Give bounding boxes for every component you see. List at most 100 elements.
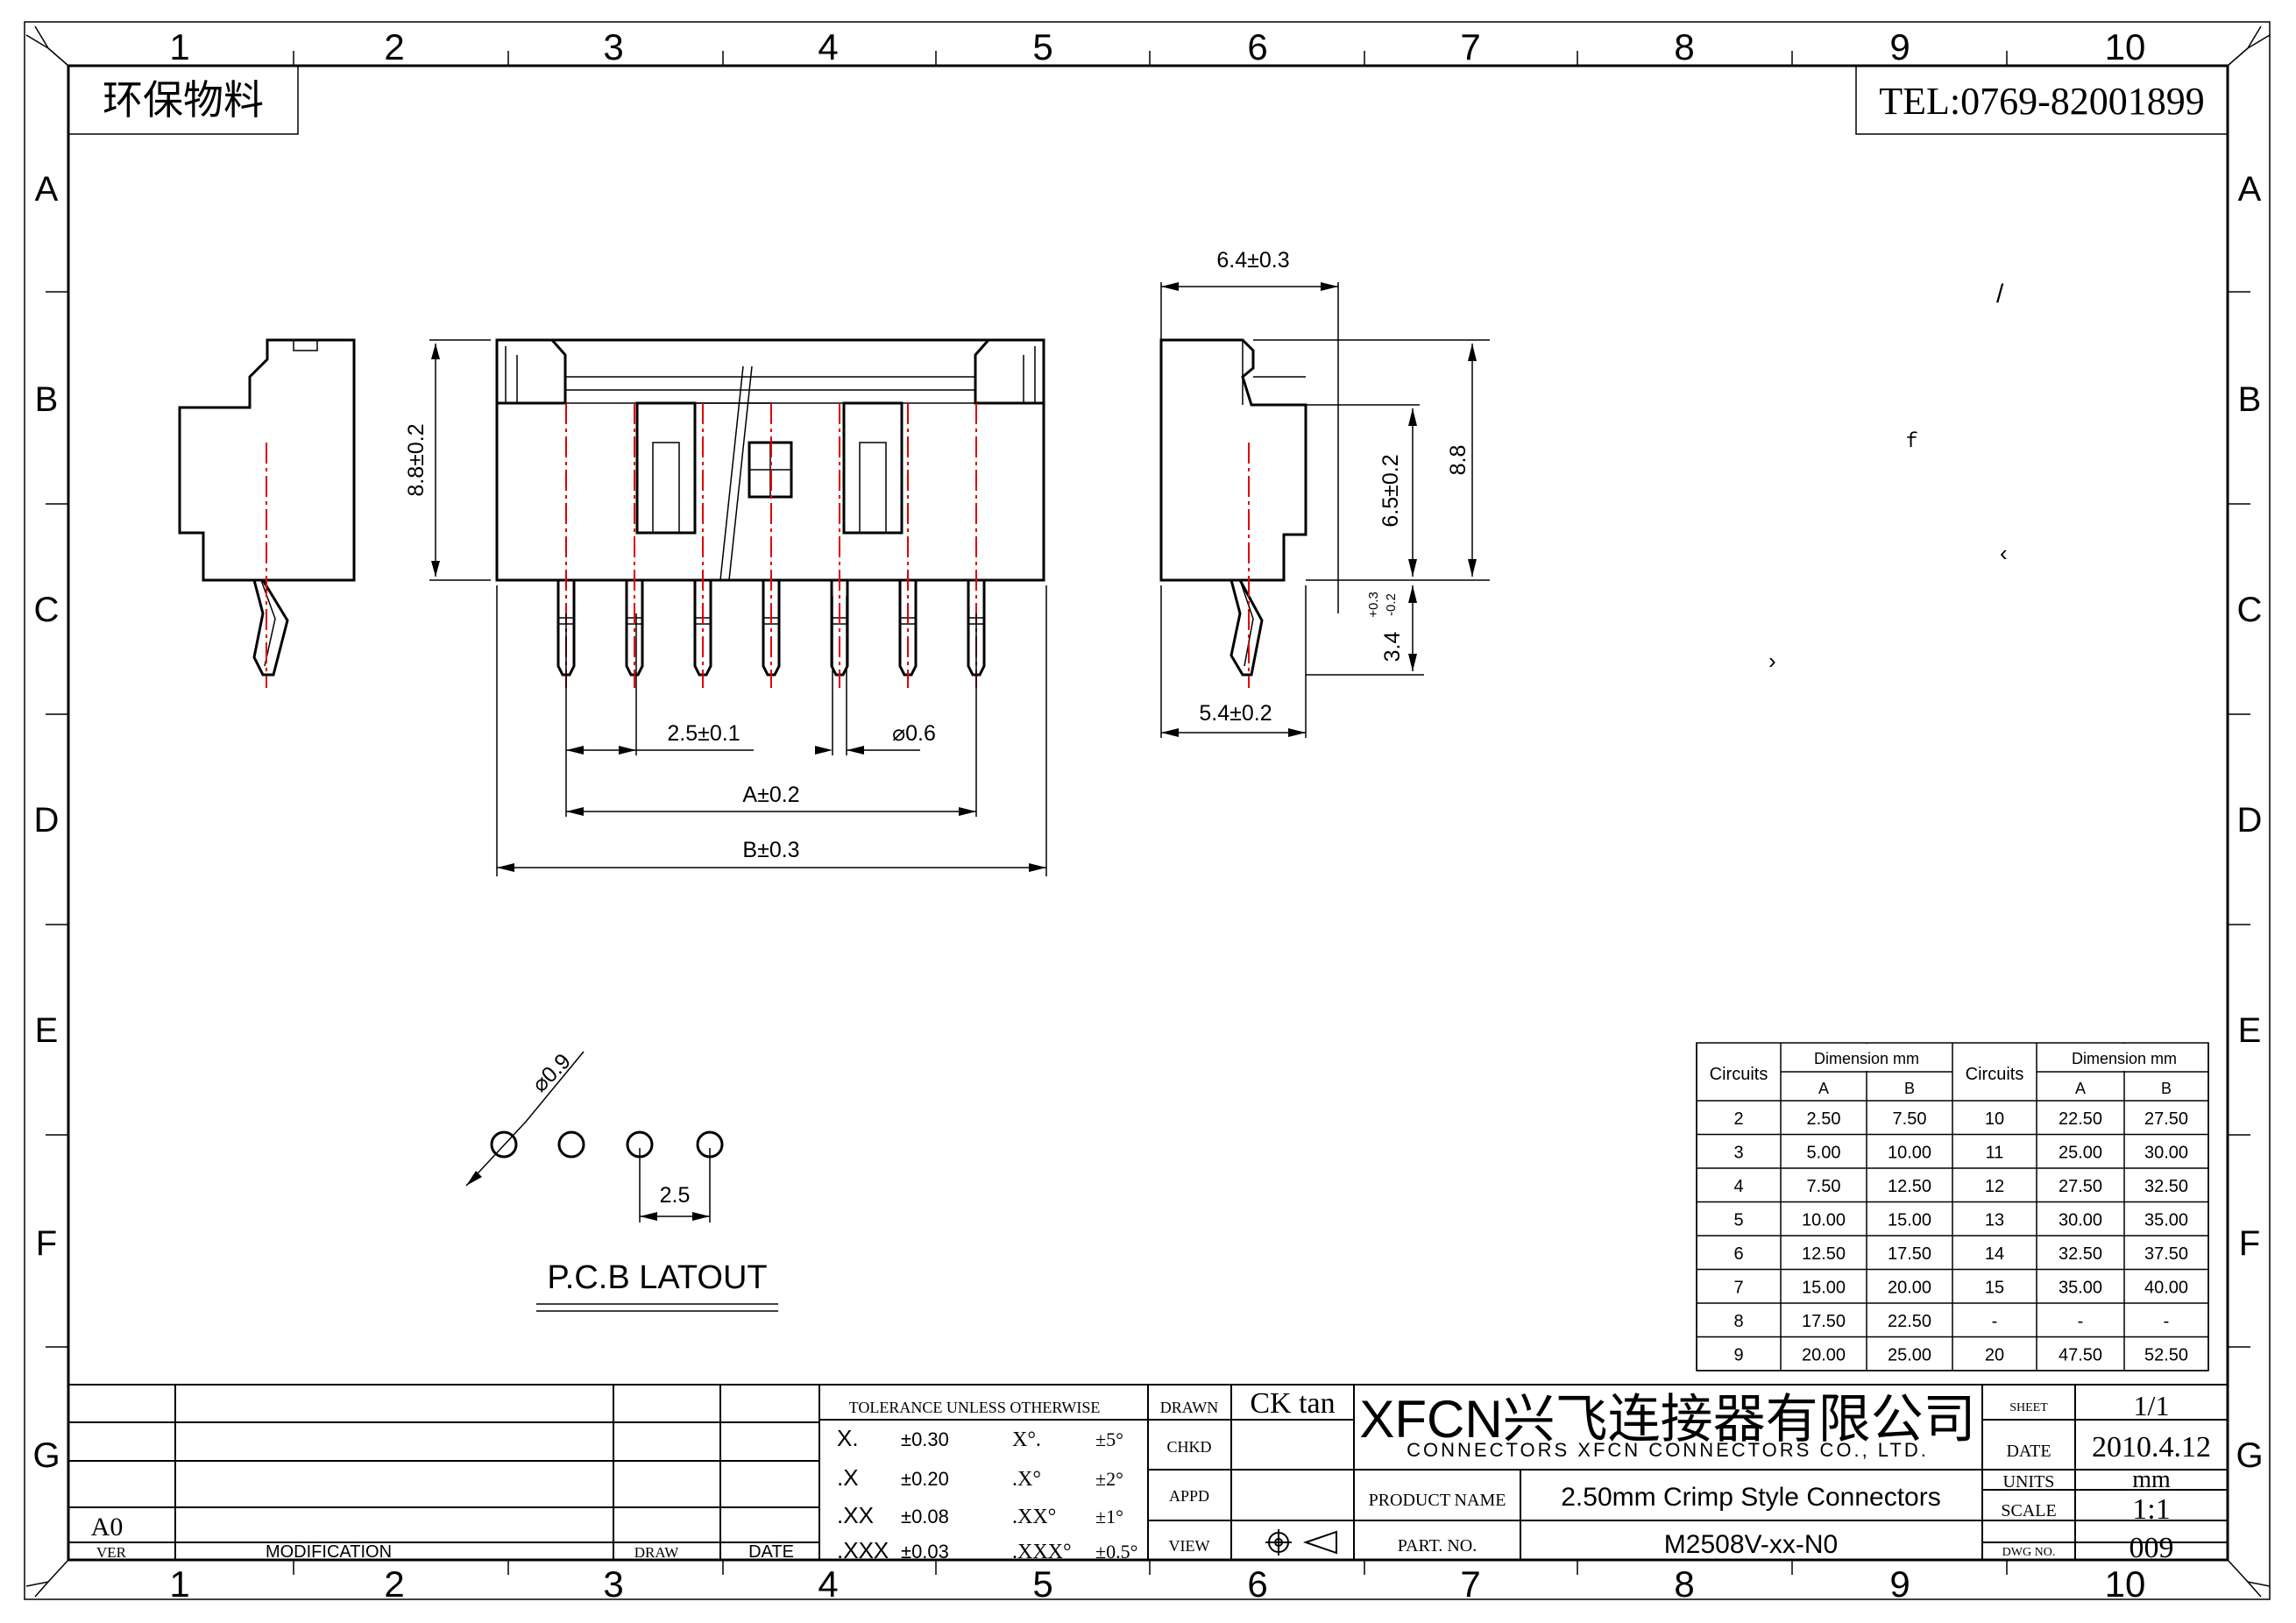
row-label: G bbox=[32, 1436, 60, 1475]
table-cell: 32.50 bbox=[2144, 1177, 2188, 1196]
table-cell: 32.50 bbox=[2059, 1244, 2102, 1264]
tolerance-cell: ±5° bbox=[1095, 1428, 1123, 1450]
column-label: 7 bbox=[1460, 26, 1480, 67]
column-label: 1 bbox=[169, 1563, 189, 1605]
table-cell: 25.00 bbox=[1888, 1346, 1931, 1365]
appd-label: APPD bbox=[1169, 1487, 1209, 1505]
dwg-no: 009 bbox=[2129, 1532, 2174, 1564]
dim-side-total: 8.8 bbox=[1446, 445, 1470, 476]
table-cell: 30.00 bbox=[2059, 1211, 2102, 1230]
date-label: DATE bbox=[2006, 1442, 2051, 1461]
column-label: 8 bbox=[1674, 26, 1694, 67]
table-header-col: B bbox=[2161, 1080, 2172, 1097]
row-label: B bbox=[2238, 380, 2262, 419]
company-name-en: CONNECTORS XFCN CONNECTORS CO., LTD. bbox=[1407, 1439, 1929, 1461]
row-label: E bbox=[2238, 1011, 2262, 1050]
column-label: 6 bbox=[1247, 26, 1267, 67]
table-cell: 5 bbox=[1733, 1211, 1743, 1230]
column-label: 6 bbox=[1247, 1563, 1267, 1605]
tolerance-cell: .X° bbox=[1012, 1468, 1041, 1491]
column-label: 1 bbox=[169, 26, 189, 67]
pcb-holes bbox=[490, 1130, 724, 1159]
date-col-label: DATE bbox=[748, 1542, 794, 1562]
drawn-by: CK tan bbox=[1250, 1387, 1335, 1420]
modification-label: MODIFICATION bbox=[266, 1542, 392, 1562]
table-cell: 15 bbox=[1985, 1279, 2004, 1298]
column-label: 9 bbox=[1889, 1563, 1910, 1605]
table-cell: 12.50 bbox=[1802, 1244, 1846, 1264]
column-label: 4 bbox=[818, 1563, 838, 1605]
arrowheads bbox=[431, 282, 1477, 1221]
eco-stamp-box bbox=[67, 65, 299, 135]
ver-label: VER bbox=[96, 1544, 127, 1561]
dim-side-width: 6.4±0.3 bbox=[1216, 248, 1289, 273]
scale-label: SCALE bbox=[2001, 1501, 2056, 1520]
pcb-layout-title: P.C.B LATOUT bbox=[547, 1259, 767, 1296]
row-label: A bbox=[35, 170, 59, 209]
scale-value: 1:1 bbox=[2132, 1493, 2170, 1526]
tolerance-title: TOLERANCE UNLESS OTHERWISE bbox=[849, 1399, 1101, 1416]
column-label: 3 bbox=[603, 26, 623, 67]
stray-mark-2: ｆ bbox=[1902, 429, 1921, 451]
table-cell: 15.00 bbox=[1888, 1211, 1931, 1230]
dim-pin-length: 3.4 bbox=[1380, 632, 1405, 663]
table-header-col: A bbox=[1818, 1080, 1829, 1097]
tel-number: TEL:0769-82001899 bbox=[1879, 80, 2205, 123]
right-side-view bbox=[1159, 338, 1307, 688]
dim-pin-tol-dn: -0.2 bbox=[1384, 593, 1399, 616]
table-cell: 35.00 bbox=[2059, 1279, 2102, 1298]
table-cell: 27.50 bbox=[2059, 1177, 2102, 1196]
row-label: C bbox=[34, 591, 60, 629]
table-cell: 4 bbox=[1733, 1177, 1743, 1196]
part-no-label: PART. NO. bbox=[1398, 1536, 1478, 1556]
table-header-dimension: Dimension mm bbox=[1814, 1050, 1919, 1067]
table-cell: 7 bbox=[1733, 1279, 1743, 1298]
dim-a: A±0.2 bbox=[742, 783, 799, 807]
column-label: 3 bbox=[603, 1563, 623, 1605]
product-name: 2.50mm Crimp Style Connectors bbox=[1561, 1483, 1940, 1512]
part-no: M2508V-xx-N0 bbox=[1664, 1530, 1838, 1559]
table-cell: 20.00 bbox=[1802, 1346, 1846, 1365]
column-label: 7 bbox=[1460, 1563, 1480, 1605]
tolerance-cell: ±0.08 bbox=[901, 1506, 949, 1527]
sheet-label: SHEET bbox=[2009, 1401, 2048, 1414]
outer-border bbox=[24, 21, 2271, 1600]
front-view bbox=[495, 338, 1045, 688]
row-label: D bbox=[2237, 801, 2263, 840]
product-name-label: PRODUCT NAME bbox=[1369, 1491, 1506, 1510]
company-name: XFCN兴飞连接器有限公司 bbox=[1359, 1390, 1975, 1449]
units-value: mm bbox=[2132, 1466, 2171, 1493]
table-cell: 20 bbox=[1985, 1346, 2004, 1365]
date-value: 2010.4.12 bbox=[2092, 1431, 2211, 1464]
table-header-col: A bbox=[2075, 1080, 2086, 1097]
table-cell: 17.50 bbox=[1888, 1244, 1931, 1264]
units-label: UNITS bbox=[2003, 1472, 2055, 1492]
row-label: E bbox=[35, 1011, 59, 1050]
tolerance-cell: ±2° bbox=[1095, 1468, 1123, 1490]
table-cell: 10 bbox=[1985, 1109, 2004, 1129]
tolerance-cell: ±0.20 bbox=[901, 1468, 949, 1490]
table-cell: 5.00 bbox=[1807, 1144, 1841, 1163]
table-cell: 37.50 bbox=[2144, 1244, 2188, 1264]
table-cell: 20.00 bbox=[1888, 1279, 1931, 1298]
dimension-lines bbox=[429, 282, 1490, 1312]
table-cell: 22.50 bbox=[1888, 1312, 1931, 1331]
column-label: 5 bbox=[1032, 1563, 1052, 1605]
dim-pin-dia: ⌀0.6 bbox=[892, 721, 936, 746]
stray-mark-1: / bbox=[1996, 280, 2004, 308]
view-label: VIEW bbox=[1169, 1537, 1210, 1555]
tolerance-cell: .XX° bbox=[1012, 1506, 1056, 1528]
row-label: D bbox=[34, 801, 60, 840]
column-label: 5 bbox=[1032, 26, 1052, 67]
table-cell: 15.00 bbox=[1802, 1279, 1846, 1298]
table-cell: 12.50 bbox=[1888, 1177, 1931, 1196]
table-cell: 14 bbox=[1985, 1244, 2004, 1264]
table-cell: 3 bbox=[1733, 1144, 1743, 1163]
drawn-label: DRAWN bbox=[1160, 1399, 1219, 1416]
table-header-col: B bbox=[1904, 1080, 1915, 1097]
dim-b: B±0.3 bbox=[742, 838, 799, 862]
tolerance-cell: X°. bbox=[1012, 1428, 1041, 1451]
